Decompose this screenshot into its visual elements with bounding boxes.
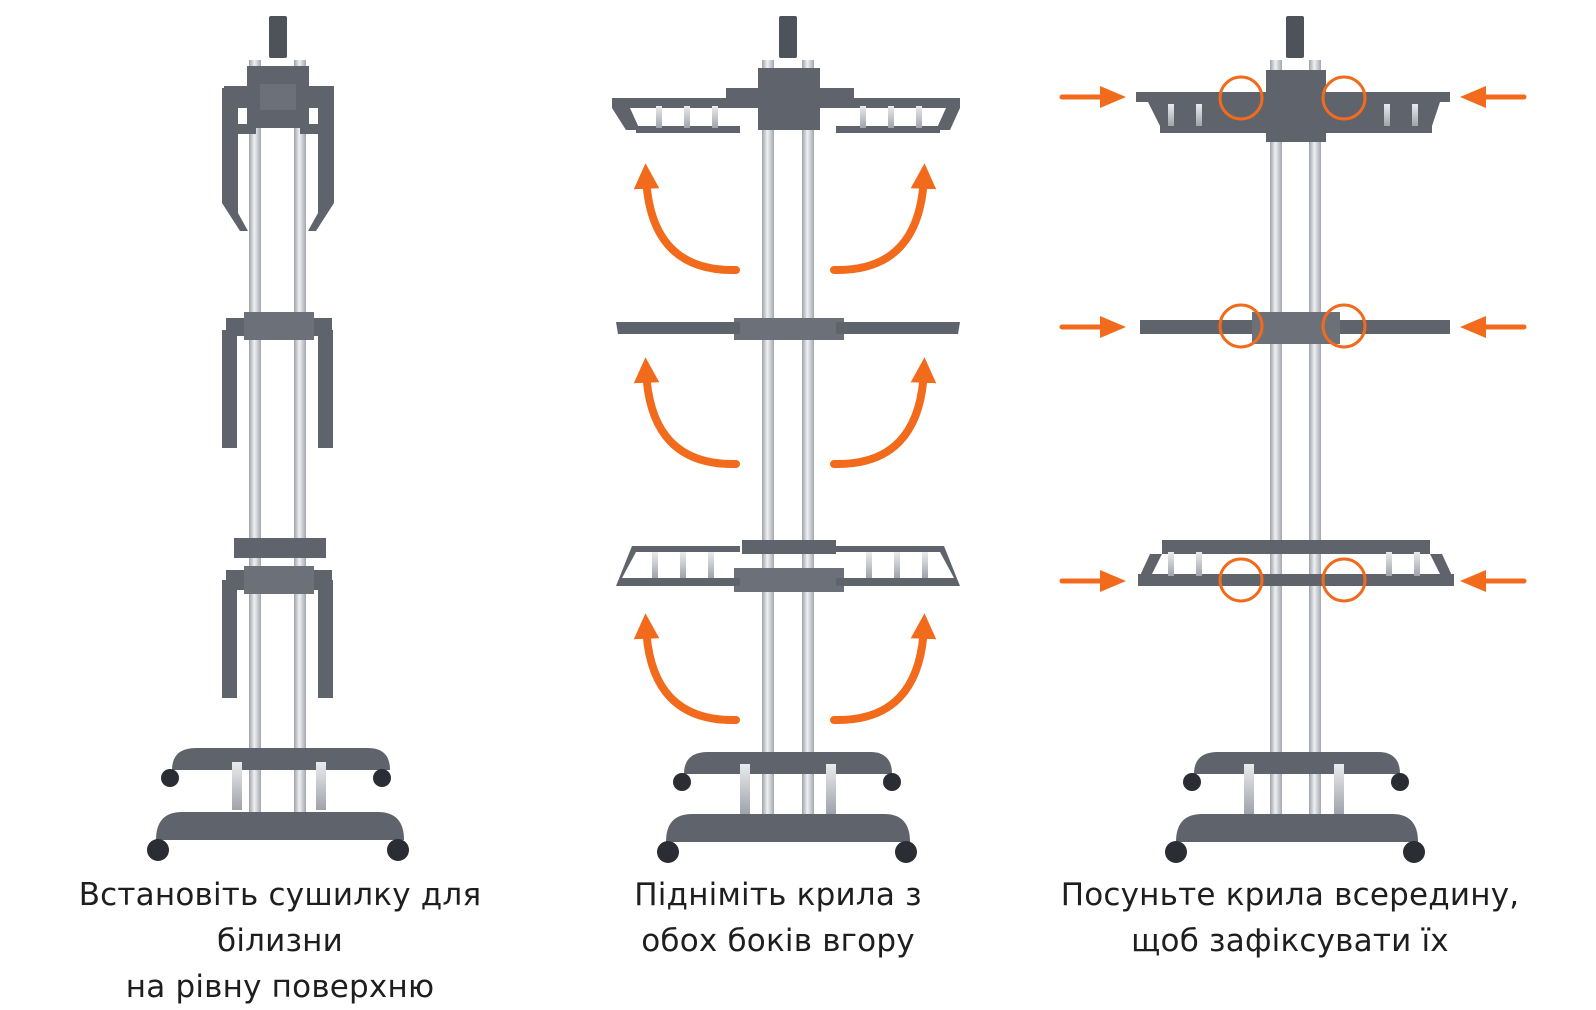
drying-rack-illustration — [147, 16, 1527, 863]
step-2-caption: Підніміть крила з обох боків вгору — [518, 872, 1038, 964]
step-1-line-1: Встановіть сушилку для білизни — [78, 877, 482, 959]
step-3-line-1: Посуньте крила всередину, — [1060, 877, 1520, 913]
step-3-caption: Посуньте крила всередину, щоб зафіксуват… — [1030, 872, 1550, 964]
rack-wings-raised — [612, 16, 960, 863]
step-2-line-2: обох боків вгору — [641, 923, 915, 959]
step-3-line-2: щоб зафіксувати їх — [1131, 923, 1449, 959]
instruction-diagram: Встановіть сушилку для білизни на рівну … — [79, 16, 1550, 1005]
step-2-line-1: Підніміть крила з — [634, 877, 922, 913]
lock-circle-icon — [1218, 75, 1367, 603]
push-arrow-icon — [1059, 86, 1527, 592]
rack-wings-locked — [1136, 16, 1454, 863]
rack-folded — [147, 16, 409, 861]
curved-arrow-icon — [633, 163, 937, 725]
step-1-caption: Встановіть сушилку для білизни на рівну … — [20, 872, 540, 1010]
step-1-line-2: на рівну поверхню — [125, 969, 435, 1005]
